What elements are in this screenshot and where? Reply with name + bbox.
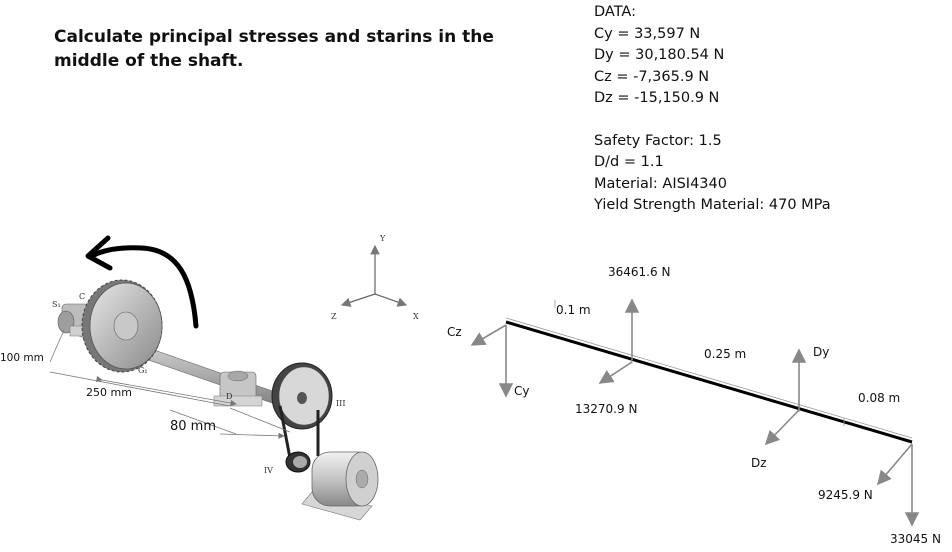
label-dz: Dz (751, 456, 767, 470)
label-dy: Dy (813, 345, 830, 359)
label-iv: IV (264, 466, 273, 475)
label-13270: 13270.9 N (575, 402, 638, 416)
rotation-arrowhead (85, 235, 113, 271)
fbd-dim-line (505, 317, 913, 439)
data-dz: Dz = -15,150.9 N (594, 90, 720, 106)
label-s1: S₁ (52, 300, 61, 309)
dimension-lines (49, 329, 291, 440)
arrow-dz (764, 409, 800, 446)
data-diameter-ratio: D/d = 1.1 (594, 154, 664, 170)
label-cz: Cz (447, 325, 462, 339)
data-material: Material: AISI4340 (594, 175, 727, 192)
label-c: C (79, 292, 86, 301)
gear-g1 (81, 279, 163, 373)
data-dy: Dy = 30,180.54 N (594, 47, 725, 63)
data-safety-factor: Safety Factor: 1.5 (594, 132, 722, 149)
motor-iv (285, 451, 379, 521)
data-block: DATA: Cy = 33,597 N Dy = 30,180.54 N Cz … (594, 2, 831, 217)
fbd-beam (505, 320, 913, 444)
axis-y-label: Y (380, 234, 386, 243)
label-d: D (226, 392, 233, 401)
arrow-cz (470, 324, 507, 346)
label-9245: 9245.9 N (818, 488, 873, 502)
data-cz: Cz = -7,365.9 N (594, 68, 710, 85)
belt (278, 405, 320, 459)
label-33045: 33045 N (890, 532, 941, 546)
arrow-13270 (598, 361, 633, 384)
label-cy: Cy (514, 384, 530, 398)
problem-statement: Calculate principal stresses and starins… (54, 25, 494, 73)
label-seg-008: 0.08 m (858, 391, 901, 405)
label-36461: 36461.6 N (608, 265, 671, 279)
problem-line-2: middle of the shaft. (54, 51, 244, 71)
label-seg-01: 0.1 m (556, 303, 591, 317)
axis-x-label: X (413, 312, 419, 321)
xyz-triad (340, 244, 408, 307)
data-cy: Cy = 33,597 N (594, 25, 701, 42)
dim-100mm: 100 mm (0, 352, 44, 364)
rotation-arrow (91, 245, 199, 329)
axis-z-label: Z (331, 312, 337, 321)
label-g1: G₁ (138, 366, 148, 375)
dim-80mm: 80 mm (170, 419, 217, 434)
arrow-9245 (876, 443, 913, 486)
label-iii: III (336, 399, 346, 408)
data-header: DATA: (594, 4, 636, 20)
data-yield-strength: Yield Strength Material: 470 MPa (594, 197, 831, 213)
problem-line-1: Calculate principal stresses and starins… (54, 27, 494, 47)
label-seg-025: 0.25 m (704, 347, 747, 361)
dim-250mm: 250 mm (86, 386, 132, 399)
